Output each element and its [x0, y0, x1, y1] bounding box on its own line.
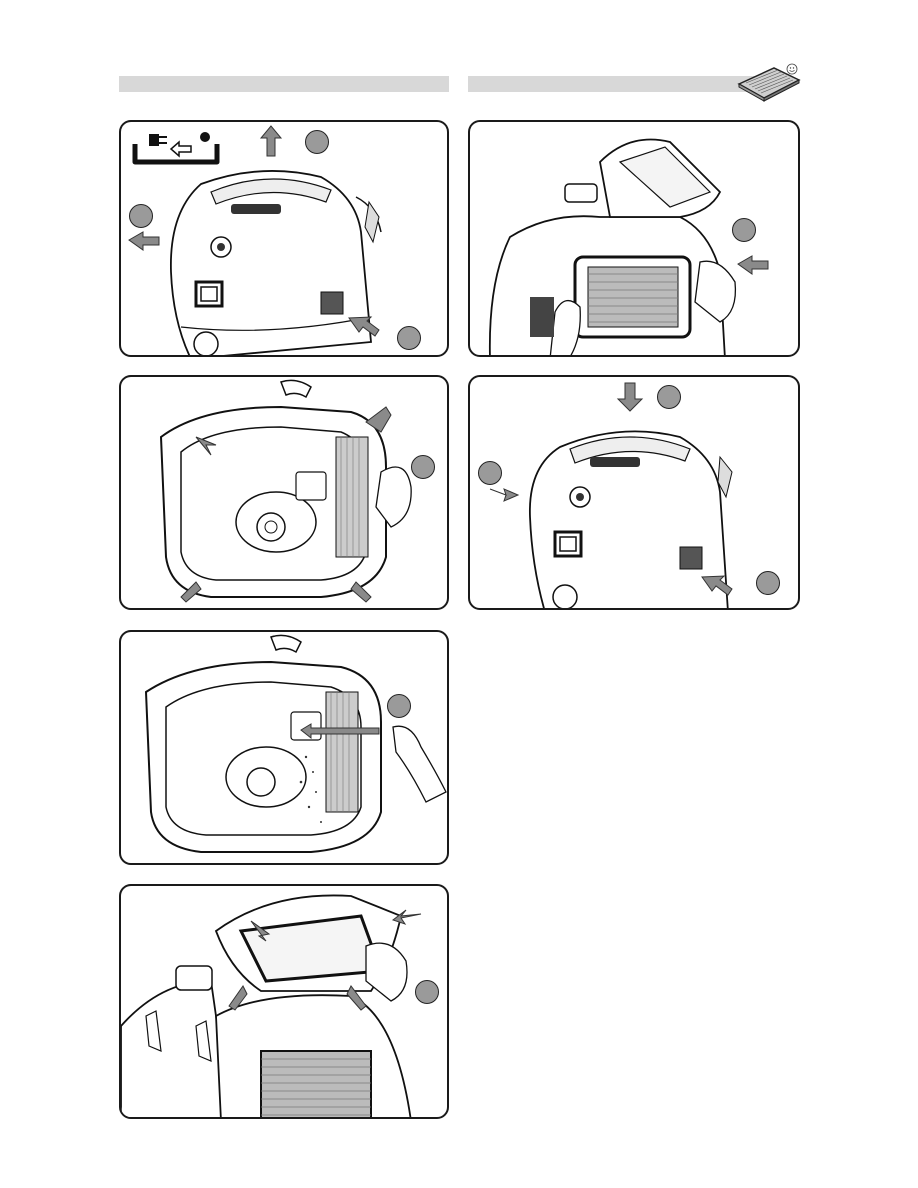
step-panel-filter-view	[119, 375, 449, 610]
step-marker-2	[129, 204, 153, 228]
step-marker-6	[657, 385, 681, 409]
step-panel-clean-filter	[119, 630, 449, 865]
step-marker-7	[478, 461, 502, 485]
smiley-icon	[787, 64, 797, 74]
step-panel-insert-filter	[119, 884, 449, 1119]
step-marker-5	[411, 455, 435, 479]
step-panel-close-lid	[468, 375, 800, 610]
step-panel-unplug-open	[119, 120, 449, 357]
step-marker-3	[397, 326, 421, 350]
step-marker-10	[415, 980, 439, 1004]
section-header-right	[468, 76, 758, 92]
section-header-left	[119, 76, 449, 92]
step-panel-filter-out	[468, 120, 800, 357]
filter-cassette-icon	[734, 62, 804, 102]
step-marker-1	[305, 130, 329, 154]
power-plug-icon	[135, 132, 217, 162]
step-marker-4	[732, 218, 756, 242]
step-marker-9	[387, 694, 411, 718]
step-marker-8	[756, 571, 780, 595]
